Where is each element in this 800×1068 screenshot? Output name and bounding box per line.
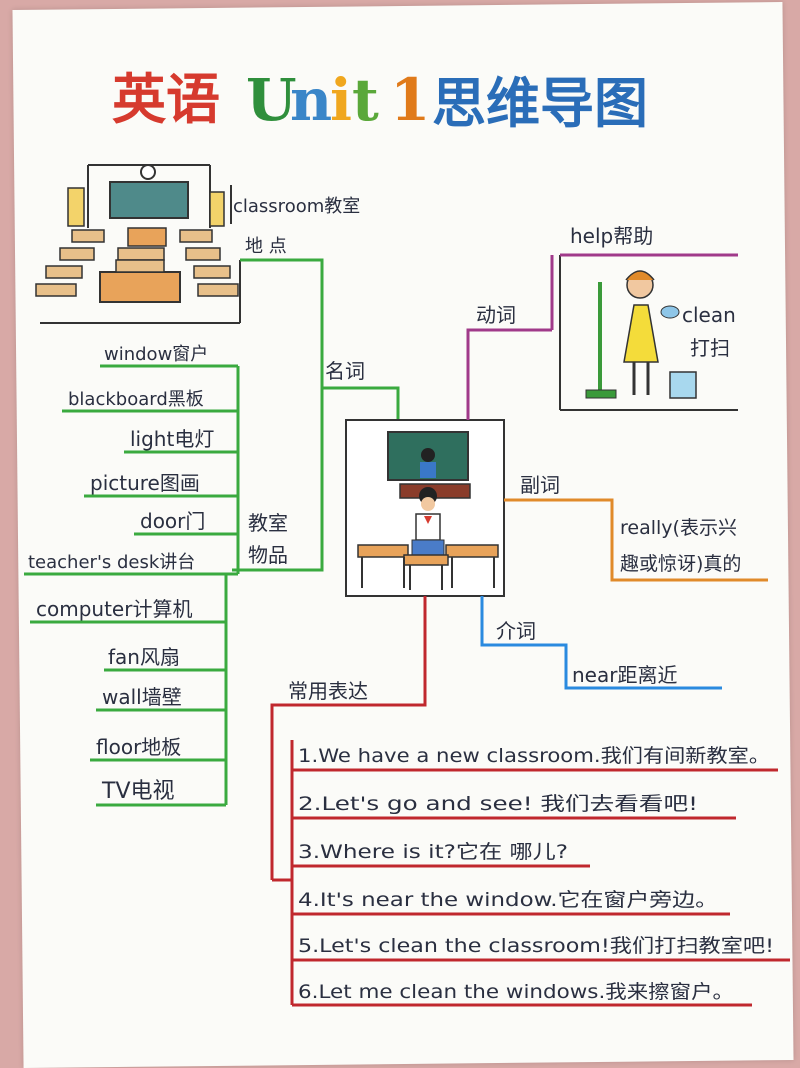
list-item: picture图画 bbox=[90, 471, 200, 495]
branch-adverb: 副词 really(表示兴 趣或惊讶)真的 bbox=[504, 473, 768, 582]
prep-word: near距离近 bbox=[572, 663, 677, 687]
clock-icon bbox=[140, 164, 156, 180]
prep-label: 介词 bbox=[496, 619, 536, 643]
items-label-line2: 物品 bbox=[248, 543, 288, 567]
verb-help-word: help帮助 bbox=[570, 224, 653, 248]
phrase-sentence: 5.Let's clean the classroom!我们打扫教室吧! bbox=[298, 935, 774, 957]
branch-noun: 名词 教室 物品 bbox=[232, 345, 400, 572]
title-unit-letter: 1 bbox=[390, 66, 430, 134]
list-item: floor地板 bbox=[96, 735, 181, 759]
verb-label: 动词 bbox=[476, 303, 516, 327]
blackboard-icon bbox=[109, 181, 189, 219]
classroom-illustration bbox=[35, 164, 241, 324]
center-classroom-picture bbox=[345, 419, 505, 597]
place-label: 地 点 bbox=[245, 236, 287, 257]
phrase-sentence: 3.Where is it?它在 哪儿? bbox=[298, 841, 568, 863]
adverb-meaning-line1: really(表示兴 bbox=[620, 517, 737, 539]
list-item: TV电视 bbox=[101, 779, 175, 804]
phrase-sentence: 2.Let's go and see! 我们去看看吧! bbox=[298, 793, 698, 815]
phrase-sentence: 6.Let me clean the windows.我来擦窗户。 bbox=[298, 981, 734, 1003]
verb-clean-meaning: 打扫 bbox=[690, 336, 730, 360]
list-item: door门 bbox=[140, 509, 205, 533]
place-word: classroom教室 bbox=[233, 196, 360, 217]
adverb-meaning-line2: 趣或惊讶)真的 bbox=[620, 553, 741, 575]
list-item: window窗户 bbox=[104, 344, 208, 365]
branch-verb: 动词 help帮助 clean 打扫 bbox=[466, 224, 738, 420]
bucket-icon bbox=[669, 371, 697, 399]
list-item: blackboard黑板 bbox=[68, 389, 204, 410]
list-item: light电灯 bbox=[130, 427, 214, 451]
adverb-label: 副词 bbox=[520, 473, 560, 497]
branch-phrases: 常用表达 1.We have a new classroom.我们有间新教室。 … bbox=[270, 596, 790, 1007]
list-item: fan风扇 bbox=[108, 645, 180, 669]
phrase-sentence: 4.It's near the window.它在窗户旁边。 bbox=[298, 889, 718, 911]
branch-place: classroom教室 地 点 bbox=[230, 185, 360, 345]
branch-preposition: 介词 near距离近 bbox=[480, 596, 722, 690]
list-item: wall墙壁 bbox=[102, 685, 182, 709]
title-unit-letter: t bbox=[352, 66, 379, 134]
title-prefix: 英语 bbox=[112, 68, 220, 131]
phrases-label: 常用表达 bbox=[288, 679, 368, 703]
items-label-line1: 教室 bbox=[248, 511, 288, 535]
title-suffix: 思维导图 bbox=[432, 72, 648, 135]
title: 英语 U n i t 1 思维导图 bbox=[112, 66, 648, 135]
title-unit-letter: i bbox=[330, 66, 352, 134]
phrase-sentence: 1.We have a new classroom.我们有间新教室。 bbox=[298, 745, 770, 767]
title-unit-letter: n bbox=[290, 66, 332, 134]
title-unit-letter: U bbox=[246, 66, 297, 134]
classroom-word-list: window窗户 blackboard黑板 light电灯 picture图画 … bbox=[24, 344, 240, 807]
student-icon bbox=[421, 448, 435, 462]
list-item: teacher's desk讲台 bbox=[28, 552, 195, 573]
noun-label: 名词 bbox=[325, 359, 365, 383]
student-icon bbox=[421, 497, 435, 511]
teacher-desk-icon bbox=[99, 271, 181, 303]
cleaning-girl-icon bbox=[585, 270, 697, 399]
verb-clean-word: clean bbox=[682, 303, 736, 327]
list-item: computer计算机 bbox=[36, 597, 192, 621]
